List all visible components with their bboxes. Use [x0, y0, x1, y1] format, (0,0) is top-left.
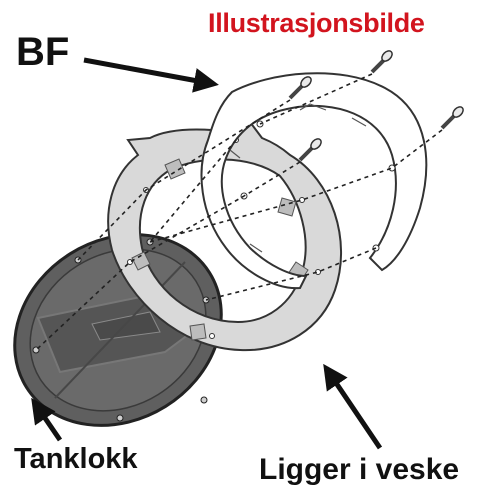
included-in-bag-label: Ligger i veske: [259, 453, 460, 486]
screws: [288, 50, 464, 162]
screw: [370, 50, 393, 74]
bf-arrow: [83, 57, 219, 93]
watermark-text: Illustrasjonsbilde: [208, 8, 425, 38]
screw: [288, 76, 312, 100]
tank-cap-label: Tanklokk: [14, 443, 138, 475]
bf-plate: [200, 72, 428, 290]
alignment-lines: [35, 73, 443, 351]
screw: [298, 138, 322, 162]
included-arrow: [323, 363, 383, 450]
tank-cap: [13, 233, 223, 427]
screw: [440, 106, 464, 130]
bf-label: BF: [16, 30, 70, 74]
tank-cap-arrow: [31, 397, 63, 442]
